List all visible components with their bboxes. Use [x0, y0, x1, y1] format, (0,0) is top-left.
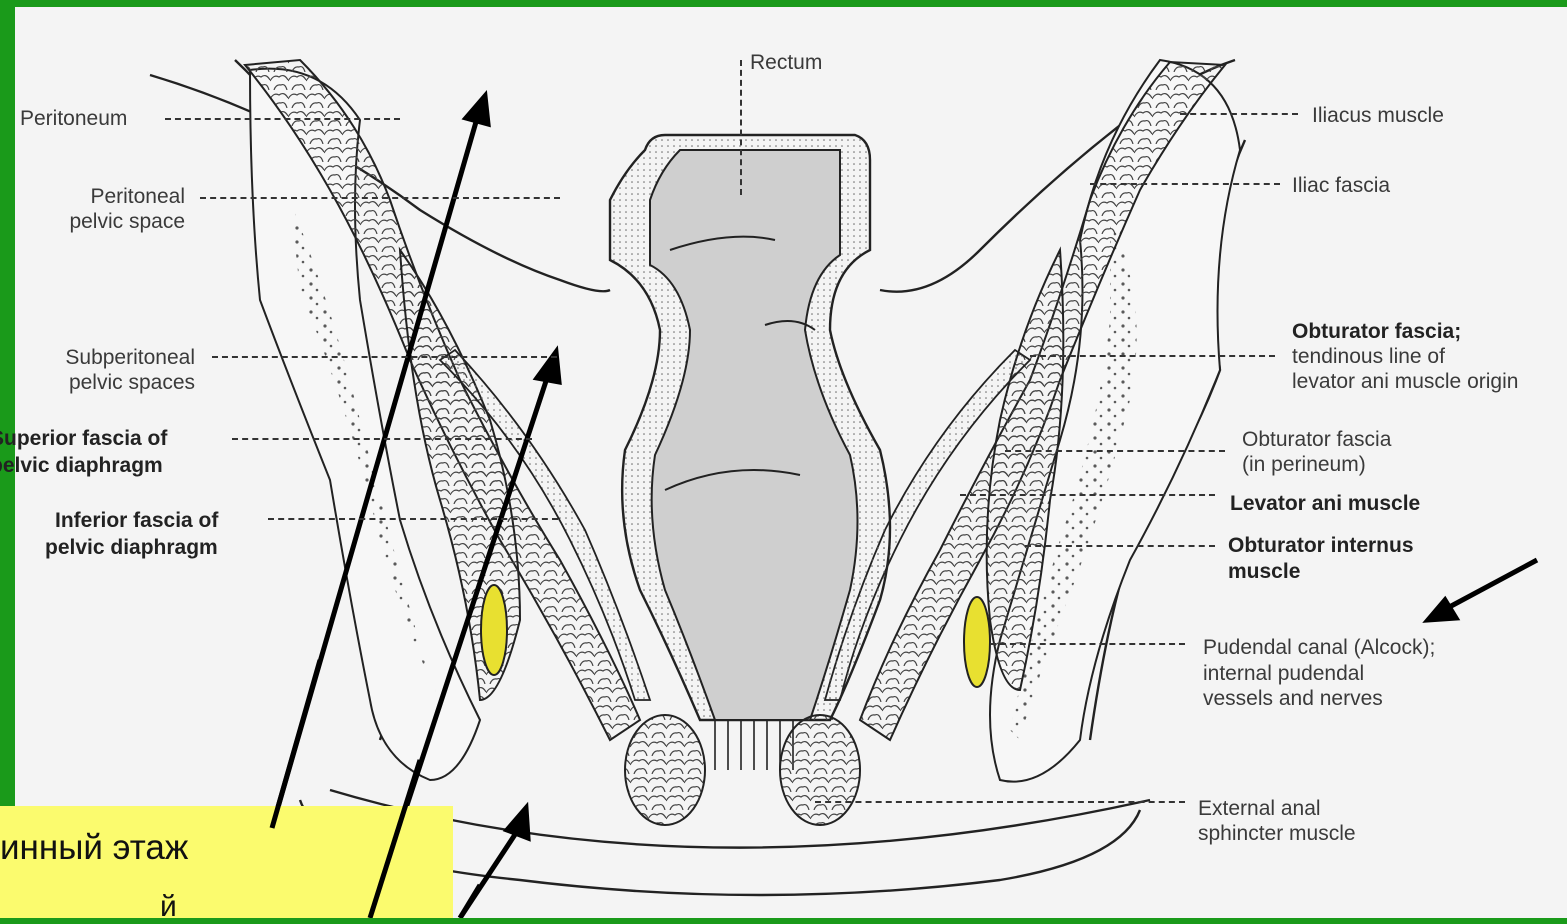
caption-arrows [0, 0, 1567, 918]
slide: Rectum Peritoneum Peritoneal pelvic spac… [0, 0, 1567, 918]
